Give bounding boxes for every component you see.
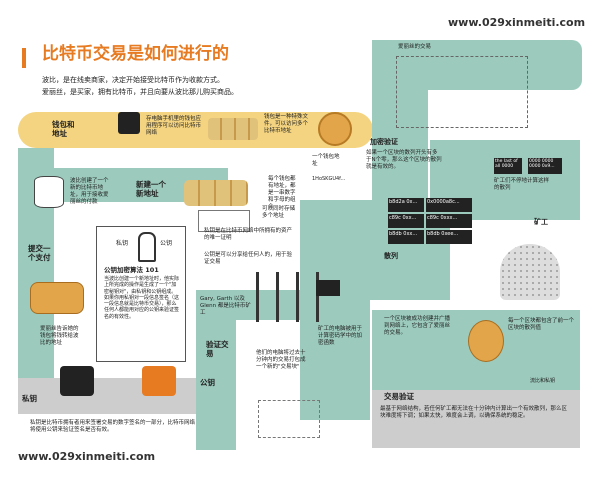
network-diagram-icon: [396, 56, 528, 128]
watermark-bottom: www.029xinmeiti.com: [8, 448, 166, 465]
new-address-note: 波比创建了一个新的比特币地址，用于接收爱丽丝的付款: [70, 178, 109, 205]
new-address-label: 新建一个新地址: [136, 180, 166, 199]
code-block-2: c89c 0xx...: [388, 214, 424, 228]
wallet-strip: [18, 112, 373, 148]
crates-icon: [258, 400, 320, 438]
verification-label: 交易验证: [384, 392, 414, 401]
coin-group-icon: [184, 180, 248, 206]
key-strip: [18, 378, 218, 414]
public-share-note: 公钥是可以分享给任何人的，用于验证交易: [204, 252, 293, 265]
address-note: 一个钱包地址: [312, 154, 340, 167]
lock-icon-right: [142, 366, 176, 396]
flow-note: 流比和私钥: [530, 378, 556, 384]
miners-icon: [256, 272, 320, 322]
computer-note: 矿工的电脑被用于计算密码学中的加密函数: [318, 326, 363, 346]
submit-payment-label: 提交一个支付: [28, 244, 51, 263]
block-note: 每一个区块都包含了前一个区块的散列值: [508, 318, 575, 331]
code-block-1: b8d2a 0x...: [388, 198, 424, 212]
hash-result-3: b8db 0xee...: [426, 230, 472, 244]
watermark-top: www.029xinmeiti.com: [438, 14, 596, 31]
wallet-address-label: 钱包和地址: [52, 120, 75, 139]
page-title: 比特币交易是如何进行的: [42, 44, 229, 64]
private-public-note: 私钥是在比特币网络中所拥有的资产的唯一证明: [204, 228, 293, 241]
computer-array-icon: [316, 280, 340, 296]
coin-barrels-icon: [30, 282, 84, 314]
address-is-note: 每个钱包都有地址，都是一串数字和字母的组合: [268, 176, 296, 210]
lock-icon-left: [60, 366, 94, 396]
right-horizontal-strip: [372, 40, 582, 90]
address-code: 1HoSKGU4f...: [312, 176, 346, 182]
pubkey-text: 当波比创建一个新地址时，他实际上所完成的操作是生成了一个"加密秘钥对"，由私钥和…: [104, 276, 180, 320]
payment-note: 爱丽丝告诉她的钱包将钱转给波比的地址: [40, 326, 79, 346]
miners-note: 他们的电脑将过去十分钟内的交易打包成一个新的"交易块": [256, 350, 306, 370]
wallet-note-2: 钱包是一种特殊文件，可以访问多个比特币地址: [264, 114, 309, 134]
hash-result-1: 0x0000a8c...: [426, 198, 472, 212]
pubkey-title: 公钥加密算法 101: [104, 266, 159, 274]
verification-text: 最基于网络结构，若任何矿工都无法在十分钟内计算出一个有效散列，那么区块难度将下调…: [380, 406, 568, 419]
block-cube-icon: [468, 320, 504, 362]
bottom-text: 私钥是比特币拥有者用来签署交易的数字签名的一部分，比特币网络将使用公钥来验证签名…: [30, 420, 196, 433]
coin-stack-icon: [208, 118, 258, 140]
miners-label: 矿工: [534, 218, 548, 226]
hash-result-2: c89c 0xxx...: [426, 214, 472, 228]
chain-note: 矿工们不停地计算这样的散列: [494, 178, 550, 191]
intro-line-1: 波比，是在线卖商家，决定开始接受比特币作为收款方式。: [42, 76, 224, 84]
pubkey-box: [96, 226, 186, 362]
hash-label: 散列: [384, 252, 398, 260]
encrypt-verify-label: 加密验证: [370, 138, 398, 146]
database-icon: [34, 176, 64, 208]
wallet-note-1: 存电脑手机里的钱包应用程序可以访问比特币网络: [146, 116, 202, 136]
title-accent: [22, 48, 26, 68]
code-top-2: 0000 0000 0000 0x9...: [528, 158, 562, 174]
public-key-bottom-label: 公钥: [200, 378, 215, 387]
gary-note: Gary, Garth 以及 Glenn 都是比特币矿工: [200, 296, 251, 316]
verify-label: 验证交易: [206, 340, 229, 359]
bitcoin-coin-icon: [318, 112, 352, 146]
computer-icon: [118, 112, 140, 134]
private-key-bottom-label: 私钥: [22, 394, 37, 403]
intro-line-2: 爱丽丝，是买家，拥有比特币，并且向要从波比那儿购买商品。: [42, 88, 238, 96]
public-key-label: 公钥: [160, 240, 173, 247]
hash-note: 如果一个区块的数列开头有多于N个零，那么这个区块的散列就是有效的。: [366, 150, 442, 170]
miner-right-note: 一个区块被成功创建并广播到网络上，它包含了爱丽丝的交易。: [384, 316, 451, 336]
verify-note: 爱丽丝的交易: [398, 44, 432, 50]
verification-strip: [372, 390, 580, 448]
document-stack-icon: [198, 210, 250, 232]
key-icon: [138, 232, 156, 262]
private-key-label: 私钥: [116, 240, 129, 247]
code-top-1: the last of all 0000: [494, 158, 522, 174]
coin-pile-icon: [500, 244, 560, 300]
address-store-note: 可以同时存储多个地址: [262, 206, 296, 219]
code-block-3: b8db 0xx...: [388, 230, 424, 244]
